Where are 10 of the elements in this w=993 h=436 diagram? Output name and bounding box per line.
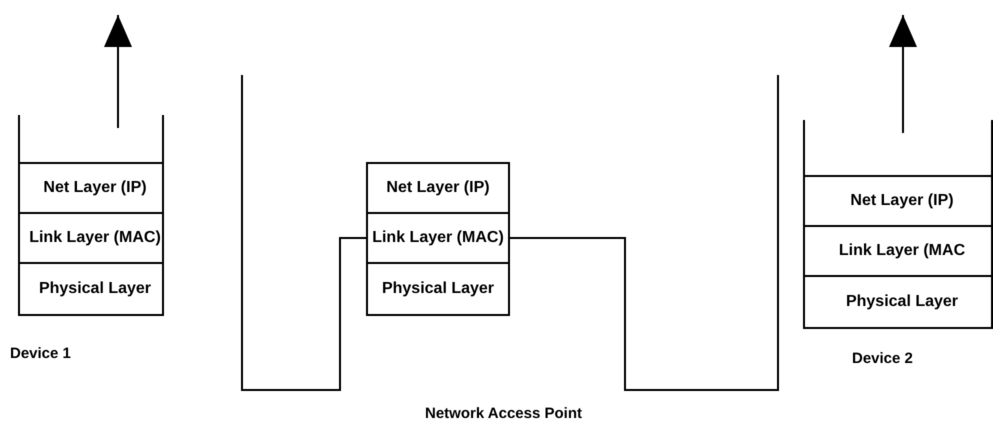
arrow xyxy=(889,15,917,133)
caption: Network Access Point xyxy=(425,405,582,422)
layer-box: Link Layer (MAC) xyxy=(366,212,510,264)
arrow xyxy=(104,15,132,128)
layer-box: Net Layer (IP) xyxy=(366,162,510,214)
connection-line xyxy=(510,75,779,391)
device-label: Device 2 xyxy=(852,350,913,367)
device-label: Device 1 xyxy=(10,345,71,362)
layer-box: Physical Layer xyxy=(366,262,510,316)
connection-line xyxy=(241,75,366,391)
